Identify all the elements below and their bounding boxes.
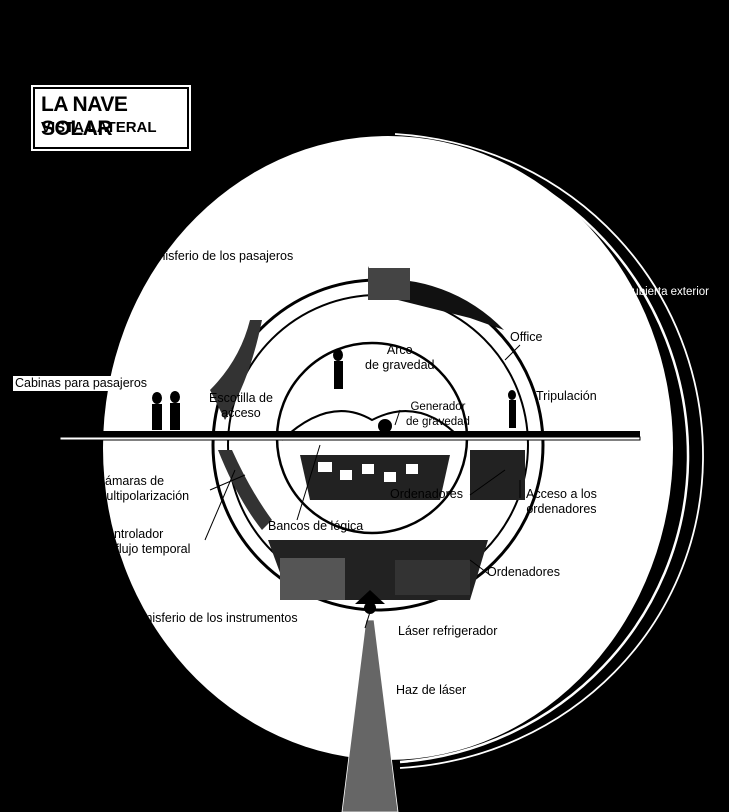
label-haz-laser: Haz de láser	[396, 683, 467, 697]
label-ordenadores-2: Ordenadores	[487, 565, 560, 579]
label-cubierta-exterior: Cubierta exterior	[624, 286, 710, 298]
time-flow-controller	[218, 450, 272, 530]
laser-beam	[341, 619, 399, 812]
diagram-subtitle: VISTA LATERAL	[41, 119, 157, 136]
label-acceso-ordenadores: Acceso a los ordenadores	[526, 487, 597, 516]
label-hemisferio-instrumentos: Hemisferio de los instrumentos	[126, 611, 298, 625]
label-laser-refrigerador: Láser refrigerador	[398, 624, 498, 638]
label-ordenadores-1: Ordenadores	[390, 487, 463, 501]
label-camaras-multipolarizacion: Cámaras de multipolarización	[96, 474, 190, 503]
diagram-title: LA NAVE SOLAR	[41, 93, 128, 140]
laser-refrigerator	[355, 590, 385, 614]
label-escotilla-acceso: Escotilla de acceso	[209, 391, 273, 420]
label-office: Office	[510, 330, 543, 344]
diagram-title-box: LA NAVE SOLAR VISTA LATERAL	[31, 85, 191, 151]
label-campo-fuerza: Campo de fuerza	[21, 456, 74, 485]
label-cabinas-pasajeros: Cabinas para pasajeros	[13, 376, 150, 391]
label-controlador-flujo: Controlador de flujo temporal	[98, 527, 191, 556]
main-deck	[59, 431, 641, 441]
label-arco-gravedad: Arco de gravedad	[365, 343, 435, 372]
access-hatch	[210, 320, 262, 420]
passenger-figures	[152, 349, 516, 430]
label-generador-gravedad: Generador de gravedad	[406, 401, 470, 428]
office-hatched	[368, 268, 410, 300]
label-bancos-logica: Bancos de lógica	[268, 519, 364, 533]
label-hemisferio-pasajeros: Hemisferio de los pasajeros	[139, 249, 294, 263]
leader-lines	[53, 344, 521, 629]
label-tripulacion: Tripulación	[536, 389, 597, 403]
